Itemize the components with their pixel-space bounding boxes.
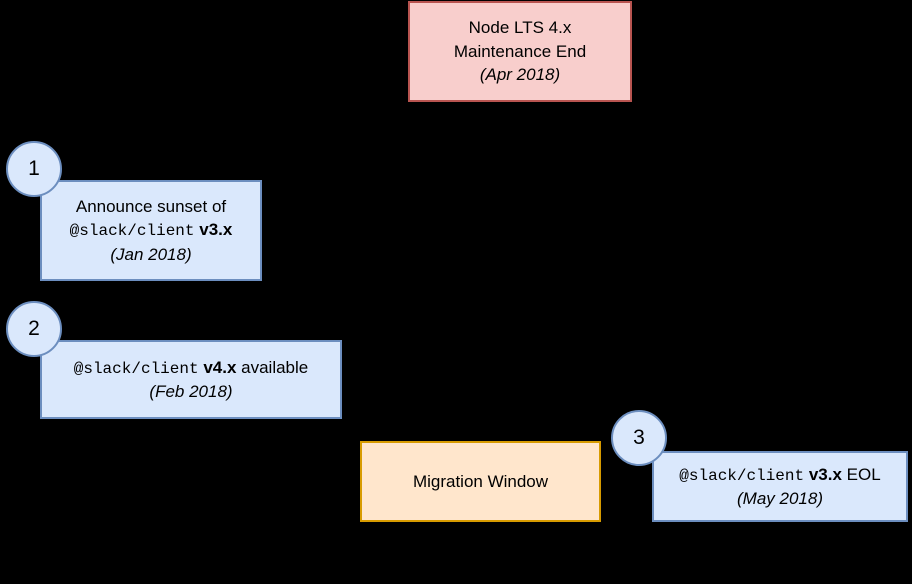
step-marker-2-label: 2 (28, 317, 40, 340)
node-announce-date: (Jan 2018) (110, 244, 192, 264)
node-v4-available-date: (Feb 2018) (149, 381, 233, 401)
node-v3-eol-suffix: EOL (846, 464, 881, 484)
node-v3-eol-line1: @slack/client v3.x EOL (679, 463, 880, 487)
step-marker-3-label: 3 (633, 426, 645, 449)
node-migration-window-label: Migration Window (412, 471, 549, 491)
node-v4-available-package: @slack/client (73, 359, 199, 378)
node-v3-eol[interactable]: @slack/client v3.x EOL (May 2018) (652, 451, 908, 522)
node-announce-sunset[interactable]: Announce sunset of @slack/client v3.x (J… (40, 180, 262, 281)
node-v4-available[interactable]: @slack/client v4.x available (Feb 2018) (40, 340, 342, 419)
node-node-lts-line2: Maintenance End (453, 41, 587, 61)
step-marker-1[interactable]: 1 (6, 141, 62, 197)
node-v3-eol-package: @slack/client (679, 466, 805, 485)
step-marker-3[interactable]: 3 (611, 410, 667, 466)
node-announce-line1: Announce sunset of (75, 197, 227, 216)
step-marker-1-label: 1 (28, 157, 40, 180)
node-announce-line2: @slack/client v3.x (70, 218, 233, 242)
node-v4-available-suffix: available (241, 357, 309, 377)
node-v3-eol-version: v3.x (808, 464, 842, 484)
node-node-lts-maintenance-end[interactable]: Node LTS 4.x Maintenance End (Apr 2018) (408, 1, 632, 102)
step-marker-2[interactable]: 2 (6, 301, 62, 357)
node-migration-window[interactable]: Migration Window (360, 441, 601, 522)
node-v4-available-line1: @slack/client v4.x available (74, 356, 309, 380)
node-announce-package: @slack/client (69, 222, 195, 241)
node-node-lts-line1: Node LTS 4.x (468, 18, 572, 38)
node-v4-available-version: v4.x (203, 357, 237, 377)
node-v3-eol-date: (May 2018) (737, 488, 823, 508)
node-announce-version: v3.x (199, 220, 233, 240)
node-node-lts-date: (Apr 2018) (479, 65, 561, 85)
